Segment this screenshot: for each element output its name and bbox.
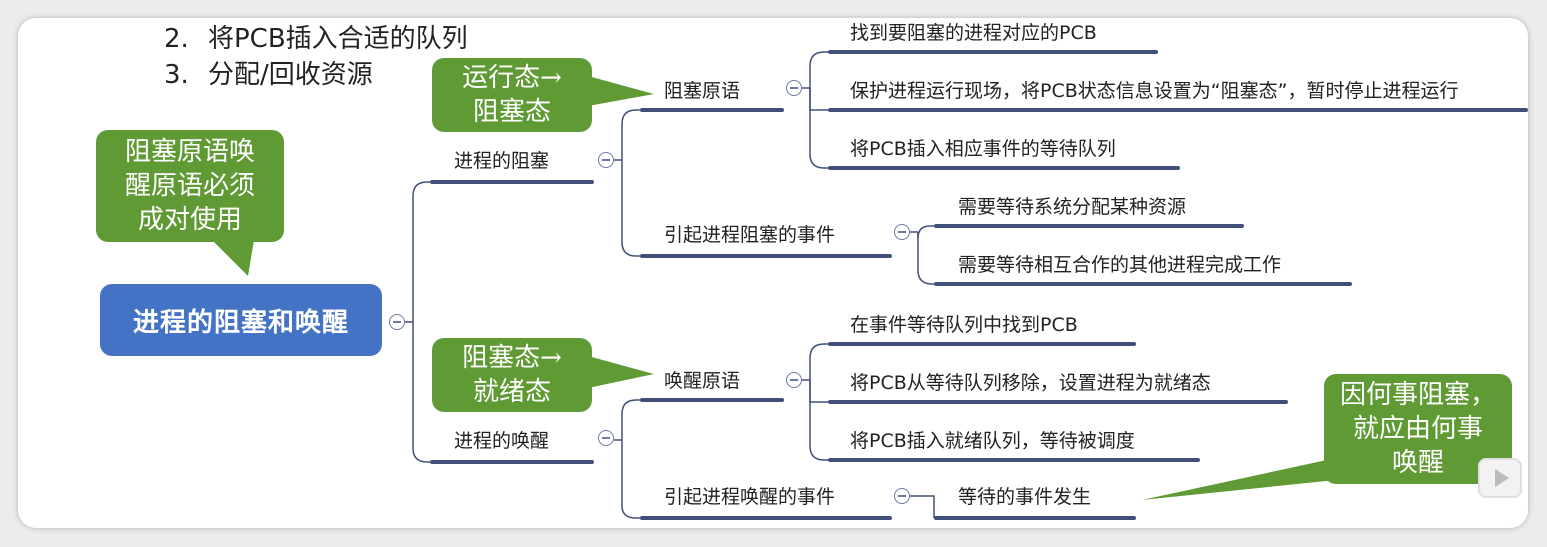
list-text: 将PCB插入合适的队列 [208, 24, 468, 54]
connector-bp-1 [809, 51, 828, 88]
node-underline [934, 282, 1352, 286]
list-number: 2. [164, 24, 189, 54]
node-underline [640, 398, 784, 402]
callout-line: 醒原语必须 [124, 171, 255, 201]
connector-bp-3 [809, 88, 828, 169]
callout-line: 阻塞原语唤 [124, 137, 255, 167]
node-block-event-2[interactable]: 需要等待相互合作的其他进程完成工作 [958, 254, 1282, 276]
node-underline [430, 460, 594, 464]
node-block-step-1[interactable]: 找到要阻塞的进程对应的PCB [850, 22, 1097, 44]
node-underline [828, 50, 1158, 54]
collapse-icon[interactable] [894, 488, 910, 504]
node-underline [828, 342, 1136, 346]
connector-we [910, 495, 935, 518]
connector-wp-1 [809, 343, 828, 380]
callout-line: 成对使用 [137, 205, 242, 235]
node-underline [828, 166, 1180, 170]
node-block-primitive[interactable]: 阻塞原语 [664, 80, 741, 102]
list-text: 分配/回收资源 [208, 60, 373, 90]
collapse-icon[interactable] [598, 152, 614, 168]
callout-line: 阻塞态 [472, 97, 551, 127]
node-underline [828, 400, 1288, 404]
callout-line: 唤醒 [1391, 448, 1444, 478]
node-wake-primitive[interactable]: 唤醒原语 [664, 370, 741, 392]
connector-bp-2 [809, 88, 828, 111]
slide-frame: 2. 将PCB插入合适的队列 3. 分配/回收资源 进程的阻塞和唤醒 进程的阻塞 阻… [18, 18, 1528, 528]
connector-be-1 [917, 225, 934, 239]
node-block[interactable]: 进程的阻塞 [454, 150, 550, 172]
callout-line: 阻塞态→ [462, 343, 562, 373]
connector-wp-3 [809, 380, 828, 461]
collapse-icon[interactable] [894, 224, 910, 240]
root-node[interactable]: 进程的阻塞和唤醒 [100, 284, 382, 356]
node-underline [828, 458, 1200, 462]
node-underline [828, 108, 1528, 112]
callout-run-tail [588, 76, 654, 106]
top-list-item: 3. 分配/回收资源 [164, 54, 373, 91]
list-number: 3. [164, 60, 189, 90]
connector-be-2 [917, 232, 934, 285]
node-wake-event-1[interactable]: 等待的事件发生 [958, 486, 1092, 508]
callout-block-to-ready: 阻塞态→ 就绪态 [432, 338, 592, 412]
node-underline [934, 516, 1136, 520]
node-underline [640, 108, 784, 112]
connector-block-primitive [621, 109, 640, 160]
connector-block-events [621, 160, 640, 257]
node-wake-step-1[interactable]: 在事件等待队列中找到PCB [850, 314, 1078, 336]
node-underline [640, 254, 892, 258]
node-wake[interactable]: 进程的唤醒 [454, 430, 550, 452]
callout-line: 就绪态 [472, 377, 551, 407]
node-wake-events[interactable]: 引起进程唤醒的事件 [664, 486, 836, 508]
collapse-icon[interactable] [786, 372, 802, 388]
callout-line: 因何事阻塞， [1339, 380, 1496, 410]
node-underline [430, 180, 594, 184]
top-list-item: 2. 将PCB插入合适的队列 [164, 18, 468, 55]
callout-cause-tail [1142, 458, 1336, 500]
node-wake-step-3[interactable]: 将PCB插入就绪队列，等待被调度 [850, 430, 1135, 452]
connector-root-block [412, 181, 430, 322]
callout-pair: 阻塞原语唤 醒原语必须 成对使用 [96, 130, 284, 242]
collapse-icon[interactable] [389, 314, 405, 330]
callout-line: 就应由何事 [1352, 414, 1483, 444]
video-logo-icon [1478, 458, 1522, 498]
node-block-event-1[interactable]: 需要等待系统分配某种资源 [958, 196, 1187, 218]
callout-ready-tail [588, 356, 654, 388]
callout-line: 运行态→ [462, 63, 562, 93]
connector-wake-primitive [621, 399, 640, 440]
node-wake-step-2[interactable]: 将PCB从等待队列移除，设置进程为就绪态 [850, 372, 1211, 394]
collapse-icon[interactable] [786, 80, 802, 96]
collapse-icon[interactable] [598, 430, 614, 446]
node-underline [640, 516, 892, 520]
connector-wake-events [621, 440, 640, 519]
node-block-events[interactable]: 引起进程阻塞的事件 [664, 224, 836, 246]
node-block-step-2[interactable]: 保护进程运行现场，将PCB状态信息设置为“阻塞态”，暂时停止进程运行 [850, 80, 1459, 102]
callout-run-to-block: 运行态→ 阻塞态 [432, 58, 592, 132]
connector-root-wake [412, 322, 430, 463]
node-block-step-3[interactable]: 将PCB插入相应事件的等待队列 [850, 138, 1116, 160]
connector-wp-2 [809, 380, 828, 403]
node-underline [934, 224, 1244, 228]
